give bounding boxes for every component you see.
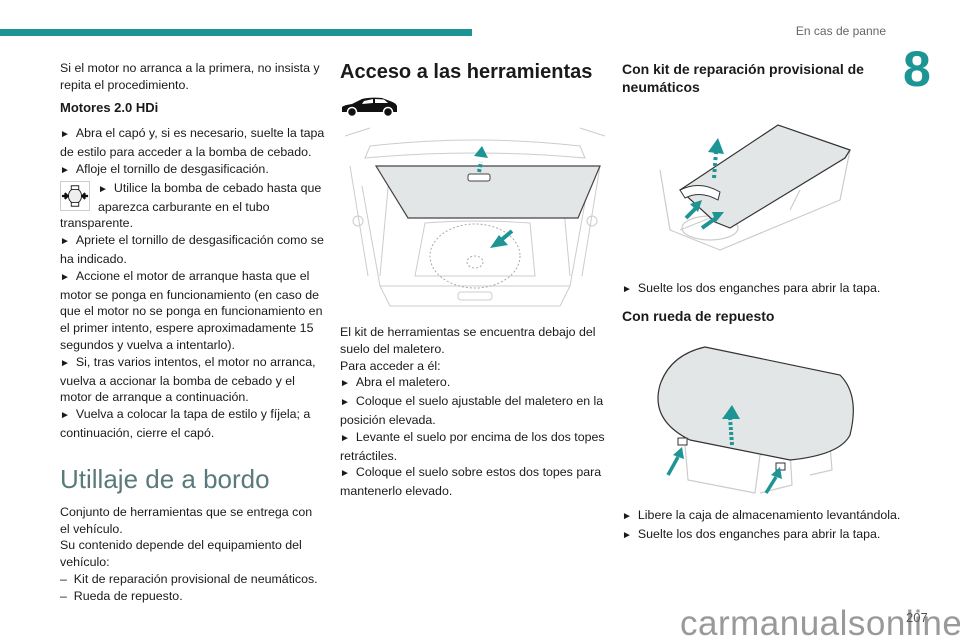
bullet-triangle-icon: ► (98, 183, 108, 195)
subheading-hdi: Motores 2.0 HDi (60, 99, 159, 115)
bullet-triangle-icon: ► (622, 529, 632, 541)
trunk-illustration (344, 127, 606, 307)
watermark: carmanualsonline.info (680, 604, 960, 640)
section-title: En cas de panne (795, 24, 886, 38)
step-item: ►Afloje el tornillo de desgasificación. (60, 161, 325, 180)
step-item: ►Accione el motor de arranque hasta que … (60, 268, 323, 352)
step-item: ►Suelte los dos enganches para abrir la … (622, 280, 902, 299)
kit-location-text: El kit de herramientas se encuentra deba… (340, 325, 596, 356)
bullet-triangle-icon: ► (340, 468, 350, 480)
dash-icon: – (60, 588, 67, 603)
intro-text: Si el motor no arranca a la primera, no … (60, 61, 320, 92)
step-item: ►Abra el maletero. (340, 374, 610, 393)
bullet-triangle-icon: ► (622, 511, 632, 522)
heading-acceso: Acceso a las herramientas (340, 61, 593, 83)
bullet-triangle-icon: ► (340, 378, 350, 390)
step-item: ►Si, tras varios intentos, el motor no a… (60, 354, 316, 405)
step-item: ►Abra el capó y, si es necesario, suelte… (60, 126, 325, 160)
bullet-triangle-icon: ► (60, 164, 70, 176)
heading-kit: Con kit de reparación provisional de neu… (622, 61, 864, 95)
section-heading-utillaje: Utillaje de a bordo (60, 463, 270, 494)
heading-wheel: Con rueda de repuesto (622, 308, 775, 324)
bullet-triangle-icon: ► (340, 432, 350, 444)
repair-kit-illustration (659, 124, 851, 251)
access-intro-text: Para acceder a él: (340, 358, 441, 373)
step-item: ►Coloque el suelo ajustable del maletero… (340, 394, 604, 427)
step-item: ►Coloque el suelo sobre estos dos topes … (340, 465, 602, 499)
bullet-triangle-icon: ► (622, 284, 632, 295)
column-3: Con kit de reparación provisional de neu… (622, 60, 892, 96)
header-accent-bar (0, 29, 472, 36)
kit-step-block: ►Suelte los dos enganches para abrir la … (622, 280, 902, 299)
page-number: 207 (906, 610, 928, 625)
list-item: – Kit de reparación provisional de neumá… (60, 571, 318, 586)
priming-pump-icon (60, 180, 90, 211)
bullet-triangle-icon: ► (60, 410, 70, 422)
dash-icon: – (60, 571, 67, 586)
section-text: Conjunto de herramientas que se entrega … (60, 504, 313, 536)
bullet-triangle-icon: ► (60, 236, 70, 248)
section-text: Su contenido depende del equipamiento de… (60, 538, 302, 570)
wheel-steps-block: ►Libere la caja de almacenamiento levant… (622, 507, 902, 545)
step-item: ►Levante el suelo por encima de los dos … (340, 429, 605, 463)
step-item: ►Utilice la bomba de cebado hasta que ap… (60, 180, 322, 231)
column-1: Si el motor no arranca a la primera, no … (60, 60, 325, 605)
chapter-number: 8 (903, 41, 931, 97)
suv-car-icon (342, 97, 397, 118)
spare-wheel-illustration (657, 346, 854, 494)
bullet-triangle-icon: ► (60, 129, 70, 141)
step-item: ►Libere la caja de almacenamiento levant… (622, 507, 902, 526)
step-item: ►Vuelva a colocar la tapa de estilo y fí… (60, 407, 311, 440)
bullet-triangle-icon: ► (60, 271, 70, 283)
column-2: Acceso a las herramientas El kit de her (340, 60, 610, 500)
bullet-triangle-icon: ► (60, 357, 70, 369)
bullet-triangle-icon: ► (340, 397, 350, 409)
list-item: – Rueda de repuesto. (60, 588, 183, 603)
step-item: ►Apriete el tornillo de desgasificación … (60, 233, 324, 266)
wheel-heading-block: Con rueda de repuesto (622, 307, 902, 325)
step-item: ►Suelte los dos enganches para abrir la … (622, 526, 902, 545)
